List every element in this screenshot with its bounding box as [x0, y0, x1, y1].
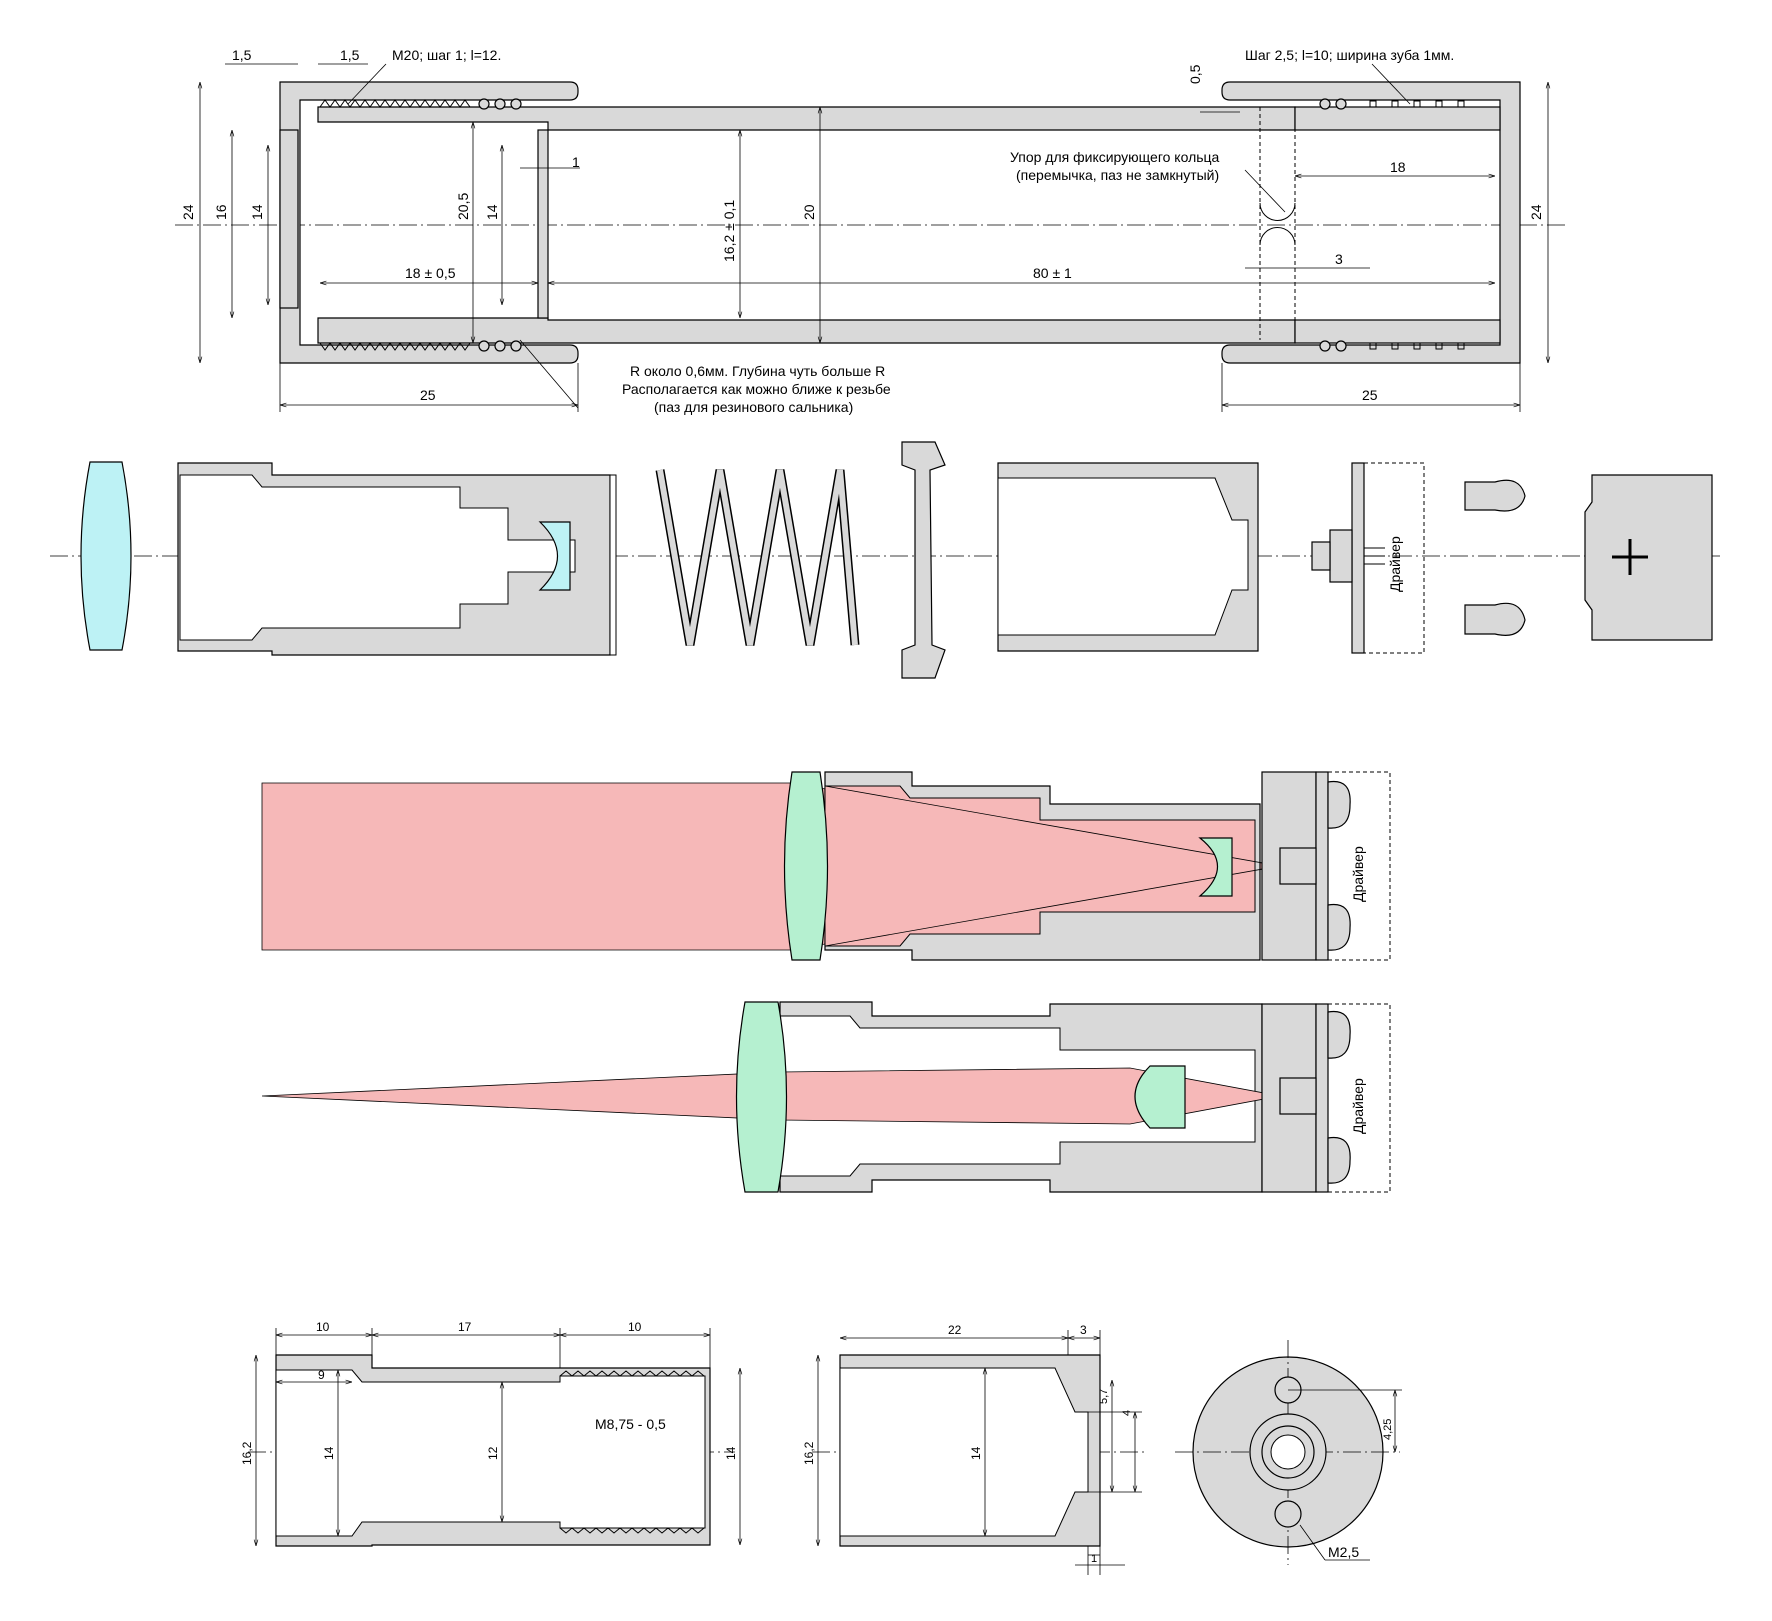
dim-16-2-a: 16,2 — [240, 1441, 254, 1465]
note-stop-2: (перемычка, паз не замкнутый) — [1016, 167, 1219, 183]
driver-label-exploded: Драйвер — [1387, 536, 1403, 592]
holder-detail: 22 3 16,2 14 5,7 4 1 — [802, 1323, 1148, 1575]
dim-14-c: 14 — [969, 1446, 983, 1460]
dim-3: 3 — [1335, 251, 1343, 267]
dim-14-a: 14 — [249, 204, 265, 220]
driver-label-assembly-2: Драйвер — [1350, 1078, 1366, 1134]
dim-3-bottom: 3 — [1080, 1323, 1087, 1337]
dim-20: 20 — [801, 204, 817, 220]
end-view: 4,25 M2,5 — [1175, 1340, 1402, 1565]
dim-24-right: 24 — [1528, 204, 1544, 220]
note-thread-right: Шаг 2,5; l=10; ширина зуба 1мм. — [1245, 47, 1454, 63]
dim-1-5-b: 1,5 — [340, 47, 360, 63]
dim-4: 4 — [1121, 1410, 1133, 1416]
dim-14-b: 14 — [484, 204, 500, 220]
barrel-detail: 10 17 10 9 16,2 14 12 M8,75 - 0,5 14 — [240, 1320, 740, 1547]
note-groove-1: R около 0,6мм. Глубина чуть больше R — [630, 363, 885, 379]
note-groove-3: (паз для резинового сальника) — [654, 399, 853, 415]
retaining-ring — [901, 441, 946, 679]
left-cap — [279, 81, 579, 364]
dim-4-25: 4,25 — [1382, 1419, 1394, 1440]
dim-14-b-bottom: 14 — [724, 1446, 738, 1460]
driver-board — [1351, 462, 1365, 654]
dim-10-a: 10 — [316, 1320, 330, 1334]
dim-0-5: 0,5 — [1187, 64, 1203, 84]
lens-assembly-2 — [735, 1001, 788, 1193]
dim-9: 9 — [318, 1368, 325, 1382]
dim-25-left: 25 — [420, 387, 436, 403]
note-stop-1: Упор для фиксирующего кольца — [1010, 149, 1220, 165]
right-cap — [1221, 81, 1521, 364]
screw-label: M2,5 — [1328, 1544, 1359, 1560]
assembly-focused: Драйвер — [261, 1001, 1391, 1193]
dim-22: 22 — [948, 1323, 962, 1337]
driver-label-assembly-1: Драйвер — [1350, 846, 1366, 902]
dim-20-5: 20,5 — [455, 193, 471, 220]
dim-10-b: 10 — [628, 1320, 642, 1334]
note-groove-2: Располагается как можно ближе к резьбе — [622, 381, 891, 397]
dim-80: 80 ± 1 — [1033, 265, 1072, 281]
dim-16-2-b: 16,2 — [802, 1441, 816, 1465]
lens-assembly-1 — [783, 771, 829, 961]
dim-1-bottom: 1 — [1091, 1553, 1097, 1565]
main-tube — [317, 106, 1296, 131]
dim-16: 16 — [213, 204, 229, 220]
dim-25-right: 25 — [1362, 387, 1378, 403]
screw-hole-bottom — [1274, 1500, 1302, 1528]
exploded-view: Драйвер — [50, 441, 1720, 679]
screw-top — [1464, 479, 1526, 512]
note-thread-left: M20; шаг 1; l=12. — [392, 47, 501, 63]
end-cap — [1584, 474, 1713, 641]
screw-bottom — [1464, 602, 1526, 636]
dim-1-5-a: 1,5 — [232, 47, 252, 63]
dim-12: 12 — [486, 1446, 500, 1460]
dim-18: 18 — [1390, 159, 1406, 175]
assembly-collimated: Драйвер — [261, 771, 1391, 961]
front-lens — [80, 461, 132, 651]
dim-16-2: 16,2 ± 0,1 — [721, 200, 737, 262]
dim-1: 1 — [572, 154, 580, 170]
dim-17: 17 — [458, 1320, 472, 1334]
dim-5-7: 5,7 — [1098, 1389, 1110, 1404]
thread-label: M8,75 - 0,5 — [595, 1416, 666, 1432]
dim-18-05: 18 ± 0,5 — [405, 265, 456, 281]
dim-24-left: 24 — [180, 204, 196, 220]
thread-left-top — [319, 99, 471, 108]
housing-section: 1,5 1,5 M20; шаг 1; l=12. Шаг 2,5; l=10;… — [175, 47, 1565, 415]
dim-14-a-bottom: 14 — [322, 1446, 336, 1460]
